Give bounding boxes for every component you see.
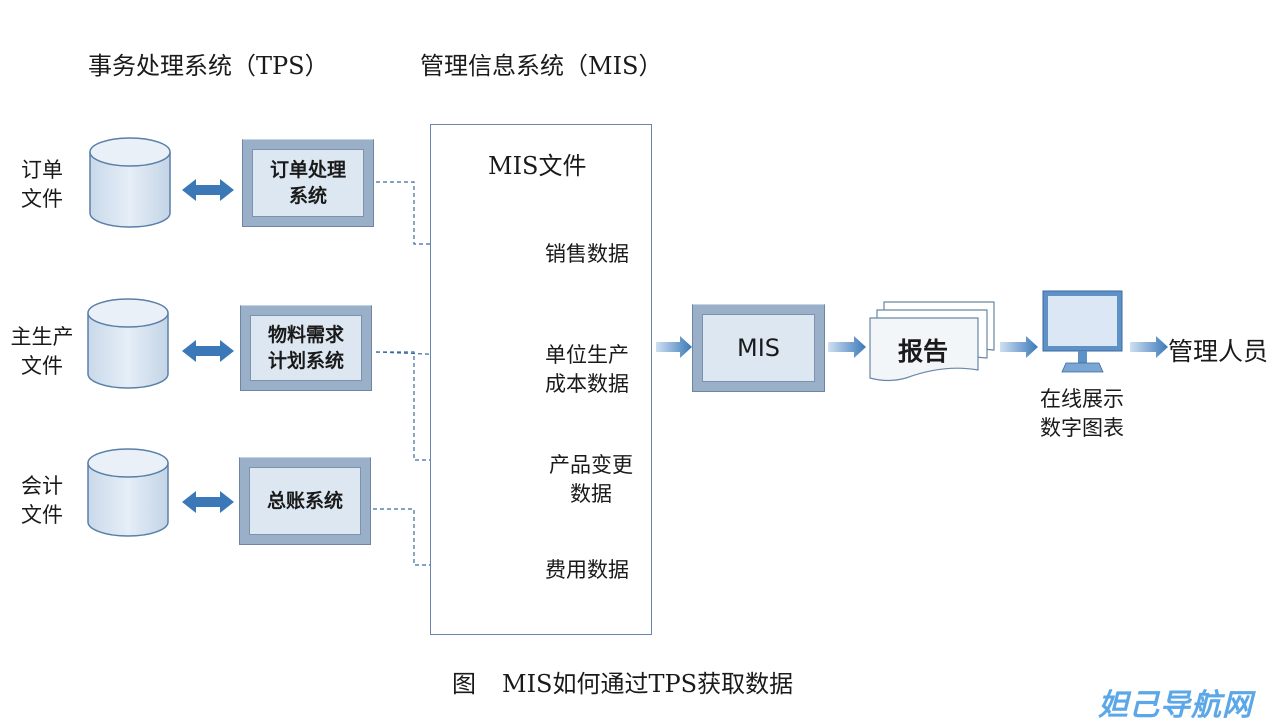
order-file-label: 订单文件 bbox=[21, 158, 63, 211]
figure-caption: 图 MIS如何通过TPS获取数据 bbox=[452, 664, 793, 699]
online-display-caption: 在线展示数字图表 bbox=[1040, 387, 1124, 440]
order-file-db-icon bbox=[89, 137, 171, 228]
accounting-file-label: 会计文件 bbox=[21, 474, 63, 527]
mis-files-panel bbox=[430, 124, 652, 635]
expense-data-label: 费用数据 bbox=[545, 558, 629, 582]
report-document-icon bbox=[869, 301, 995, 382]
report-label: 报告 bbox=[897, 337, 948, 366]
tps-header: 事务处理系统（TPS） bbox=[88, 52, 329, 80]
mis-header: 管理信息系统（MIS） bbox=[420, 52, 663, 80]
figure-number: 图 bbox=[452, 670, 476, 698]
mis-files-title: MIS文件 bbox=[488, 152, 587, 180]
sales-data-label: 销售数据 bbox=[545, 242, 629, 266]
figure-caption-text: MIS如何通过TPS获取数据 bbox=[502, 670, 794, 698]
product-change-label: 产品变更数据 bbox=[549, 453, 633, 506]
accounting-file-db-icon bbox=[87, 448, 169, 537]
unit-cost-label: 单位生产成本数据 bbox=[545, 343, 629, 396]
double-arrow-icon bbox=[182, 179, 234, 513]
production-file-label: 主生产文件 bbox=[10, 325, 74, 378]
monitor-icon bbox=[1042, 290, 1123, 373]
general-ledger-system-box: 总账系统 bbox=[239, 457, 371, 545]
mis-system-box: MIS bbox=[692, 304, 825, 392]
production-file-db-icon bbox=[87, 298, 169, 389]
watermark-logo: 妲己导航网 bbox=[1098, 688, 1253, 723]
mrp-system-box: 物料需求计划系统 bbox=[240, 305, 372, 391]
flow-arrow-icon bbox=[656, 336, 1168, 358]
managers-label: 管理人员 bbox=[1168, 337, 1269, 366]
order-processing-system-box: 订单处理系统 bbox=[242, 139, 374, 227]
